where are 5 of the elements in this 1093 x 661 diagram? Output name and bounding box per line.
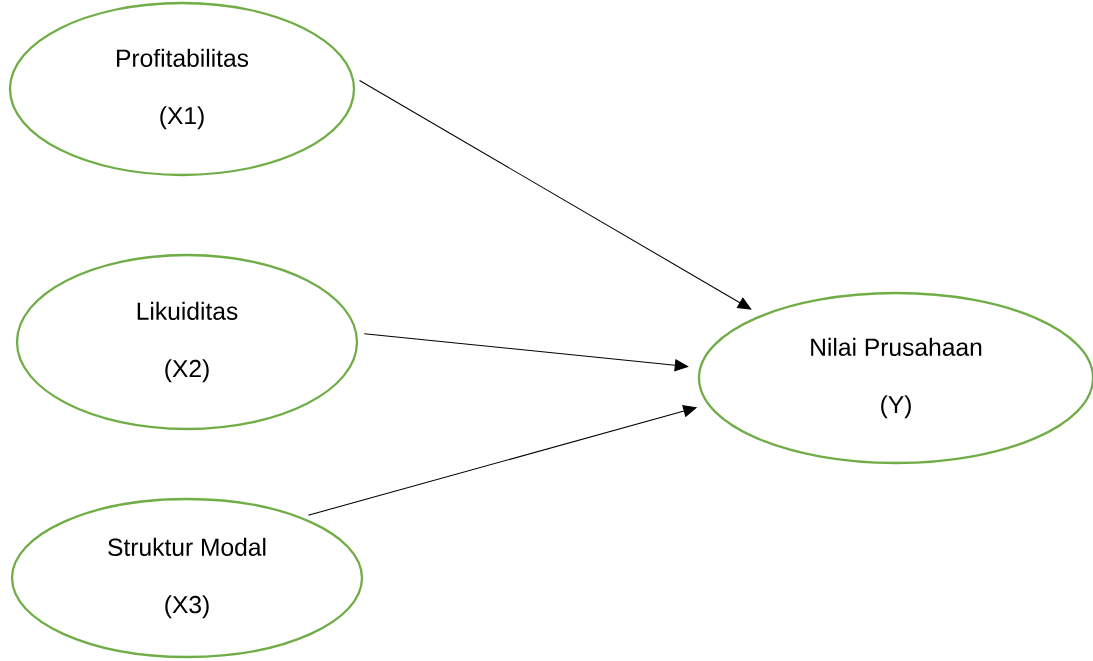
arrow [359,80,752,310]
ellipse-node: Struktur Modal (X3) [10,497,364,659]
arrow [363,333,689,372]
ellipse-node: Profitabilitas (X1) [8,1,356,177]
ellipse-node: Likuiditas (X2) [15,253,359,431]
